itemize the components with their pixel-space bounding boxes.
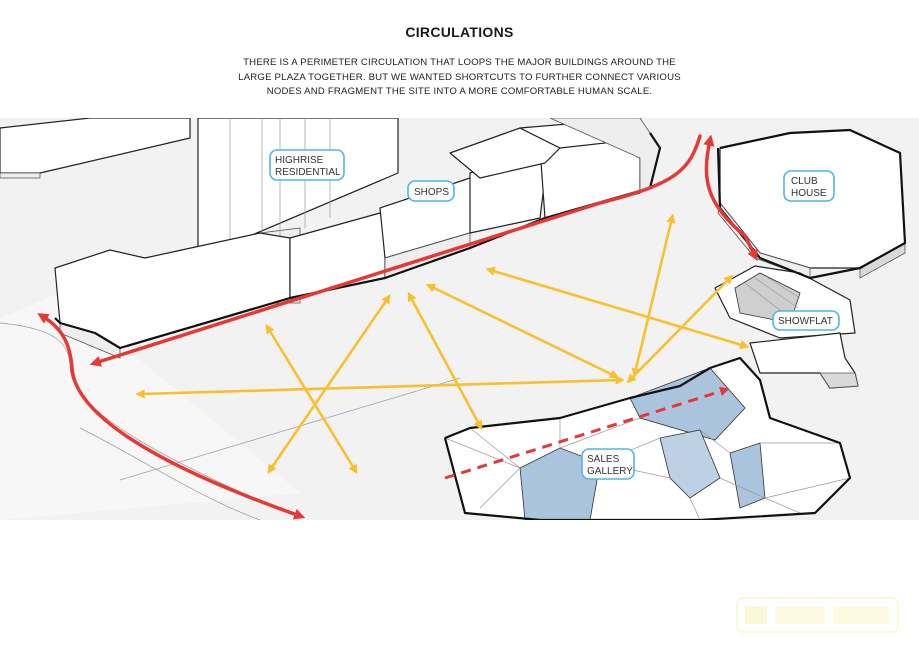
svg-text:RESIDENTIAL: RESIDENTIAL bbox=[275, 167, 341, 178]
sales-gallery-building bbox=[444, 357, 851, 520]
label-shops: SHOPS bbox=[407, 180, 455, 202]
label-club-house: CLUB HOUSE bbox=[783, 170, 835, 202]
svg-text:HOUSE: HOUSE bbox=[791, 188, 827, 199]
perimeter-arrow-north bbox=[89, 134, 702, 367]
diagram-description: THERE IS A PERIMETER CIRCULATION THAT LO… bbox=[238, 57, 681, 98]
svg-text:SALES: SALES bbox=[587, 454, 620, 465]
gallery-outline bbox=[443, 356, 852, 520]
shortcut-arrow bbox=[267, 294, 391, 474]
svg-text:CLUB: CLUB bbox=[791, 176, 818, 187]
svg-text:HIGHRISE: HIGHRISE bbox=[275, 155, 324, 166]
svg-text:GALLERY: GALLERY bbox=[587, 466, 633, 477]
watermark-logo bbox=[736, 597, 899, 633]
label-highrise-residential: HIGHRISE RESIDENTIAL bbox=[269, 149, 345, 181]
shortcut-arrow bbox=[626, 274, 734, 384]
diagram-title: CIRCULATIONS bbox=[405, 24, 514, 40]
label-showflat: SHOWFLAT bbox=[772, 310, 840, 331]
site-diagram: HIGHRISE RESIDENTIAL SHOPS CLUB HOUSE SH… bbox=[0, 118, 919, 520]
svg-text:SHOWFLAT: SHOWFLAT bbox=[778, 316, 833, 327]
gallery-passage-arrow bbox=[444, 386, 730, 480]
svg-text:SHOPS: SHOPS bbox=[414, 187, 449, 198]
perimeter-arrow-west bbox=[37, 313, 306, 520]
upper-left-block bbox=[0, 118, 191, 179]
label-sales-gallery: SALES GALLERY bbox=[581, 448, 635, 480]
perimeter-arrow-east bbox=[703, 134, 758, 262]
